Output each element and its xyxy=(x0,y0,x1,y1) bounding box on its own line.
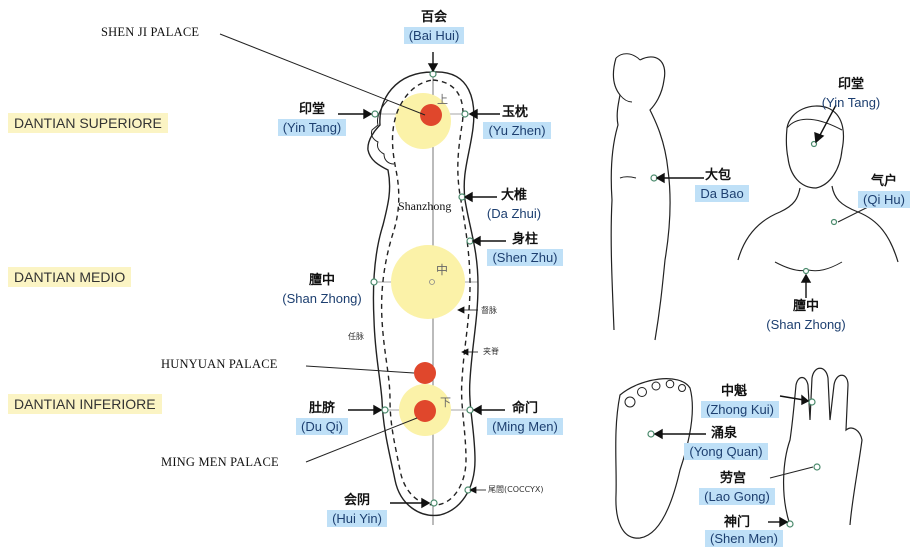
yin-tang-2-cn: 印堂 xyxy=(808,78,894,91)
bai-hui-py: (Bai Hui) xyxy=(404,27,465,44)
da-zhui-py: (Da Zhui) xyxy=(482,205,546,222)
dantian-superiore-label: DANTIAN SUPERIORE xyxy=(8,113,168,133)
shan-zhong-cn: 膻中 xyxy=(272,274,372,287)
da-zhui-cn: 大椎 xyxy=(478,189,550,202)
point-zhong-kui: 中魁 (Zhong Kui) xyxy=(695,385,785,418)
shanzhong-overlay-text: Shanzhong xyxy=(398,199,451,214)
yong-quan-py: (Yong Quan) xyxy=(684,443,767,460)
yu-zhen-py: (Yu Zhen) xyxy=(483,122,550,139)
shan-zhong-2-dot xyxy=(804,269,809,274)
hunyuan-leader xyxy=(306,366,414,373)
yin-tang-dot xyxy=(372,111,378,117)
hunyuan-palace-marker xyxy=(414,362,436,384)
shen-zhu-py: (Shen Zhu) xyxy=(487,249,562,266)
yin-tang-2-py: (Yin Tang) xyxy=(817,94,886,111)
point-shan-zhong-2: 膻中 (Shan Zhong) xyxy=(756,300,856,333)
hunyuan-palace-label: HUNYUAN PALACE xyxy=(161,357,278,372)
point-yu-zhen: 玉枕 (Yu Zhen) xyxy=(478,106,556,139)
middle-dantian-char: 中 xyxy=(436,262,448,277)
point-shan-zhong: 膻中 (Shan Zhong) xyxy=(272,274,372,307)
yin-tang-py: (Yin Tang) xyxy=(278,119,347,136)
face-profile xyxy=(371,100,394,164)
point-bai-hui: 百会 (Bai Hui) xyxy=(392,11,476,44)
middle-dantian-disc xyxy=(391,245,465,319)
zhong-kui-dot xyxy=(809,399,815,405)
ren-mai-label: 任脉 xyxy=(348,331,364,342)
front-bust-hair xyxy=(787,119,842,130)
point-da-zhui: 大椎 (Da Zhui) xyxy=(478,189,550,222)
shan-zhong-2-py: (Shan Zhong) xyxy=(761,316,851,333)
shen-ji-palace-label: SHEN JI PALACE xyxy=(101,25,199,40)
jia-ji-label: 夹脊 xyxy=(483,346,499,357)
da-bao-py: Da Bao xyxy=(695,185,748,202)
du-qi-py: (Du Qi) xyxy=(296,418,348,435)
dantian-inferiore-label: DANTIAN INFERIORE xyxy=(8,394,162,414)
qi-hu-dot xyxy=(832,220,837,225)
point-ming-men: 命门 (Ming Men) xyxy=(482,402,568,435)
front-bust-head xyxy=(786,106,843,188)
ming-men-palace-marker xyxy=(414,400,436,422)
ming-men-py: (Ming Men) xyxy=(487,418,563,435)
shen-zhu-cn: 身柱 xyxy=(480,233,570,246)
zhong-kui-py: (Zhong Kui) xyxy=(701,401,779,418)
lao-gong-cn: 劳宫 xyxy=(685,472,781,485)
point-qi-hu: 气户 (Qi Hu) xyxy=(856,175,912,208)
da-bao-cn: 大包 xyxy=(682,169,754,182)
point-shen-men: 神门 (Shen Men) xyxy=(700,516,788,547)
shen-ji-palace-marker xyxy=(420,104,442,126)
ming-men-dot xyxy=(467,407,473,413)
lao-gong-dot xyxy=(814,464,820,470)
point-shen-zhu: 身柱 (Shen Zhu) xyxy=(480,233,570,266)
hui-yin-dot xyxy=(431,500,437,506)
shan-zhong-2-cn: 膻中 xyxy=(756,300,856,313)
yu-zhen-cn: 玉枕 xyxy=(474,106,556,119)
point-da-bao: 大包 Da Bao xyxy=(690,169,754,202)
ming-men-cn: 命门 xyxy=(482,402,568,415)
du-mai-label: 督脉 xyxy=(481,305,497,316)
yin-tang-cn: 印堂 xyxy=(272,103,352,116)
shen-men-cn: 神门 xyxy=(686,516,788,529)
point-yin-tang: 印堂 (Yin Tang) xyxy=(272,103,352,136)
yong-quan-cn: 涌泉 xyxy=(674,427,774,440)
qi-hu-cn: 气户 xyxy=(856,175,912,188)
hui-yin-py: (Hui Yin) xyxy=(327,510,387,527)
point-yong-quan: 涌泉 (Yong Quan) xyxy=(678,427,774,460)
du-qi-dot xyxy=(382,407,388,413)
yong-quan-dot xyxy=(648,431,654,437)
point-lao-gong: 劳宫 (Lao Gong) xyxy=(693,472,781,505)
yu-zhen-dot xyxy=(462,111,468,117)
ming-men-palace-label: MING MEN PALACE xyxy=(161,455,279,470)
hui-yin-cn: 会阴 xyxy=(318,494,396,507)
point-yin-tang-2: 印堂 (Yin Tang) xyxy=(808,78,894,111)
point-hui-yin: 会阴 (Hui Yin) xyxy=(318,494,396,527)
lao-gong-py: (Lao Gong) xyxy=(699,488,775,505)
point-du-qi: 肚脐 (Du Qi) xyxy=(278,402,366,435)
side-figure-outline xyxy=(611,57,670,340)
zhong-kui-cn: 中魁 xyxy=(683,385,785,398)
qi-hu-py: (Qi Hu) xyxy=(858,191,910,208)
shan-zhong-py: (Shan Zhong) xyxy=(277,290,367,307)
bai-hui-cn: 百会 xyxy=(392,11,476,24)
upper-dantian-char: 上 xyxy=(437,93,448,106)
du-qi-cn: 肚脐 xyxy=(278,402,366,415)
coccyx-label: 尾閭(COCCYX) xyxy=(488,484,544,495)
shen-men-py: (Shen Men) xyxy=(705,530,783,547)
lower-dantian-char: 下 xyxy=(440,396,451,409)
dantian-medio-label: DANTIAN MEDIO xyxy=(8,267,131,287)
side-figure-arm xyxy=(620,177,636,178)
hand-outline xyxy=(784,368,862,525)
